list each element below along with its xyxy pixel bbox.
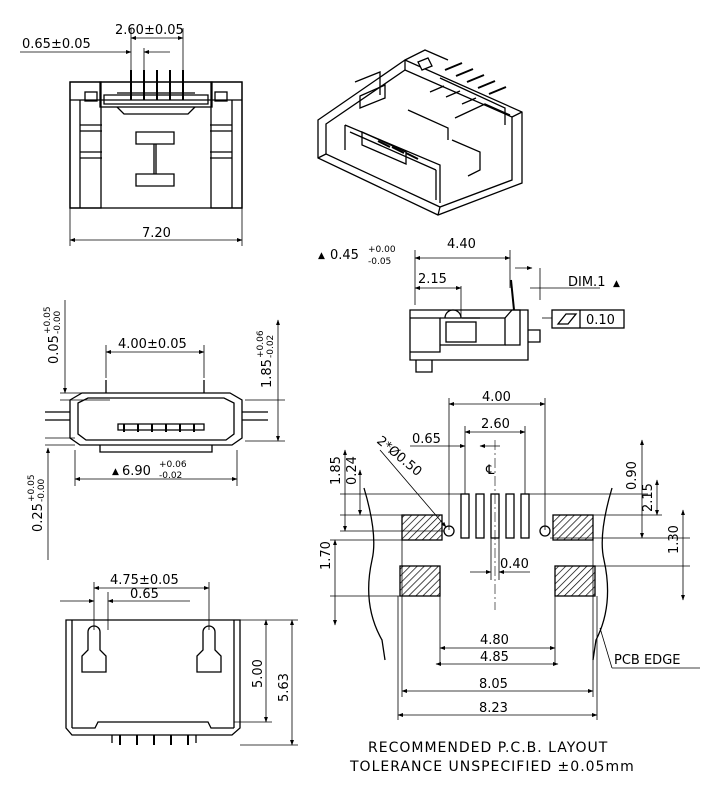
pcb-outer-1-dim: 8.05 <box>479 677 508 692</box>
front-opening-lower: -0.02 <box>159 471 182 481</box>
pcb-inner-2-dim: 4.85 <box>480 650 509 665</box>
pcb-right-low-dim: 1.30 <box>667 525 682 554</box>
svg-text:▲: ▲ <box>613 279 620 289</box>
note-tolerance: TOLERANCE UNSPECIFIED ±0.05mm <box>349 759 635 775</box>
ground-pad-top-left <box>401 514 443 541</box>
pcb-edge-label: PCB EDGE <box>614 653 680 668</box>
top-width-dim: 7.20 <box>142 226 171 241</box>
front-bottom-upper: +0.05 <box>27 474 37 502</box>
side-view: ▲ 0.45 +0.00 -0.05 4.40 2.15 DIM.1 ▲ 0.1… <box>318 237 625 373</box>
side-length-dim: 4.40 <box>447 237 476 252</box>
front-bottom-tol-dim: 0.25 <box>31 503 46 532</box>
center-mark: ℄ <box>485 463 495 478</box>
pcb-inner-1-dim: 4.80 <box>480 633 509 648</box>
pcb-outer-2-dim: 8.23 <box>479 701 508 716</box>
side-offset-lower: -0.05 <box>368 257 391 267</box>
front-opening-dim: 6.90 <box>122 464 151 479</box>
pcb-right-mid-dim: 2.15 <box>641 483 656 512</box>
svg-text:▲: ▲ <box>112 467 119 477</box>
pcb-left-low-dim: 1.70 <box>319 541 334 570</box>
bottom-total-dim: 5.63 <box>277 673 292 702</box>
ground-pad-bottom-left <box>399 565 441 597</box>
front-top-upper: +0.05 <box>43 306 53 334</box>
bottom-depth-dim: 5.00 <box>251 659 266 688</box>
front-bottom-lower: -0.00 <box>37 478 47 502</box>
front-opening-upper: +0.06 <box>159 460 187 470</box>
note-recommended-layout: RECOMMENDED P.C.B. LAYOUT <box>368 740 608 756</box>
datum-label: DIM.1 <box>568 275 605 290</box>
top-pitch-dim: 0.65±0.05 <box>22 37 91 52</box>
side-offset-dim: 0.45 <box>330 248 359 263</box>
flatness-value: 0.10 <box>586 313 615 328</box>
svg-text:▲: ▲ <box>318 251 325 261</box>
pcb-pad-width-dim: 0.40 <box>500 557 529 572</box>
front-pin-span-dim: 4.00±0.05 <box>118 337 187 352</box>
side-post-dim: 2.15 <box>418 272 447 287</box>
pcb-hole-offset-dim: 0.24 <box>345 456 360 485</box>
pcb-pad-span-dim: 4.00 <box>482 390 511 405</box>
isometric-view <box>317 49 523 216</box>
front-height-dim: 1.85 <box>260 359 275 388</box>
bottom-post-span-dim: 4.75±0.05 <box>110 573 179 588</box>
pcb-right-top-dim: 0.90 <box>625 461 640 490</box>
bottom-pitch-dim: 0.65 <box>130 587 159 602</box>
front-top-tol-dim: 0.05 <box>47 335 62 364</box>
front-view: 4.00±0.05 0.05 +0.05 -0.00 1.85 +0.06 -0… <box>27 300 285 560</box>
top-view: 2.60±0.05 0.65±0.05 7.20 <box>20 23 243 246</box>
front-top-lower: -0.00 <box>53 310 63 334</box>
flatness-frame: 0.10 <box>551 309 625 329</box>
side-offset-upper: +0.00 <box>368 245 396 255</box>
pcb-signal-span-dim: 2.60 <box>481 417 510 432</box>
front-height-upper: +0.06 <box>256 330 266 358</box>
ground-pad-top-right <box>552 514 594 541</box>
pcb-pitch-dim: 0.65 <box>412 432 441 447</box>
top-span-dim: 2.60±0.05 <box>115 23 184 38</box>
pcb-layout: ℄ <box>319 390 700 720</box>
bottom-view: 4.75±0.05 0.65 5.00 5.63 <box>60 573 298 746</box>
pcb-row-top-dim: 1.85 <box>329 456 344 485</box>
drawing-notes: RECOMMENDED P.C.B. LAYOUT TOLERANCE UNSP… <box>349 740 635 775</box>
front-height-lower: -0.02 <box>266 335 276 358</box>
ground-pad-bottom-right <box>554 565 596 597</box>
